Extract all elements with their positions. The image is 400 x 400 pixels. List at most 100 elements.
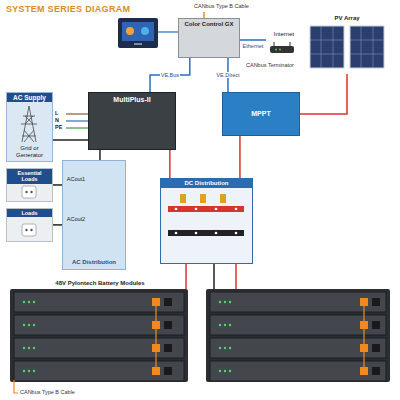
battery-rack [210,361,386,381]
connector-label: ACout2 [66,216,86,222]
battery-rack [14,315,184,335]
battery-terminal [372,298,380,306]
wire-connector [150,58,190,92]
pv-panel [350,26,384,68]
ac-supply-panel: AC SupplyGrid or Generator [6,92,53,162]
battery-led [224,301,226,303]
battery-terminal [372,344,380,352]
busbar [168,194,244,236]
battery-cables [235,264,237,289]
battery-led [23,301,231,372]
cable-label: CANbus Type B Cable [194,3,249,9]
battery-led [33,370,35,372]
battery-terminal [360,298,368,306]
pv-array: PV Array [304,14,390,74]
connector-label: Ethernet [242,43,265,49]
wire-connector [239,136,241,178]
socket-icon [25,191,27,193]
pv-panel [310,26,384,68]
busbar [180,194,186,203]
node-text: MPPT [225,110,297,118]
battery-terminal [152,367,160,375]
battery-led [23,370,25,372]
load-ground [6,168,52,202]
battery-rack [10,289,390,382]
node-text: Internet [266,31,302,38]
battery-rack [206,289,390,382]
battery-led [23,324,25,326]
module-link-cable [14,380,18,393]
battery-led [224,347,226,349]
battery-cables [213,264,215,289]
mppt-charger: MPPT [222,92,300,136]
busbar [195,208,198,211]
socket-icon [30,191,32,193]
busbar [220,194,226,203]
gx-touch-screen [134,43,142,45]
busbar [175,208,178,211]
wire-label: L [55,110,58,116]
load-ground [6,168,52,242]
busbar [215,232,218,235]
battery-led [33,347,35,349]
router-icon [274,42,290,46]
load-ground [6,208,52,242]
pv-panel [310,26,344,68]
battery-led [229,301,231,303]
battery-terminal [360,367,368,375]
battery-led [224,324,226,326]
pv-panel [310,26,344,68]
battery-led [23,301,25,303]
battery-led [28,324,30,326]
wire-connector [53,139,88,141]
busbar [215,208,218,211]
connector-label: VE.Bus [160,72,180,78]
wire-label: PE [55,124,62,130]
module-link-cable [155,306,156,367]
battery-cables [186,264,236,289]
router-icon [279,49,281,51]
pylon-icon [21,106,37,142]
node-text: Grid or Generator [7,145,52,159]
battery-terminal [372,367,380,375]
gx-touch-screen [118,18,158,48]
module-link-cable [14,306,364,393]
wire-connector [99,150,101,160]
battery-rack [10,289,188,382]
screen-cable [158,31,178,32]
battery-led [23,347,25,349]
socket-icon [25,229,27,231]
socket-icon [30,229,32,231]
wire-connector [169,150,171,178]
battery-rack [14,338,184,358]
node-text: Loads [7,209,52,217]
battery-led [219,347,221,349]
busbar [195,232,198,235]
battery-bank: 48V Pylontech Battery Modules [6,280,194,384]
battery-rack [210,315,386,335]
battery-terminal [360,321,368,329]
gx-touch-screen [118,18,158,48]
node-text: PV Array [304,15,390,22]
busbar [235,208,238,211]
busbar [168,230,244,236]
router-icon [275,49,277,51]
ac-input-wires [66,127,88,128]
battery-terminal [152,344,160,352]
load-box: Essential Loads [6,168,53,202]
node-text: Essential Loads [7,169,52,184]
node-text: 48V Pylontech Battery Modules [6,280,194,287]
battery-terminal [164,321,172,329]
battery-rack [210,292,386,312]
node-text: MultiPlus-II [92,96,172,104]
battery-led [224,370,226,372]
battery-terminal [164,344,172,352]
node-text: Color Control GX [181,21,237,28]
battery-led [33,301,35,303]
node-text: DC Distribution [161,179,252,188]
battery-terminal [152,298,380,375]
battery-terminal [152,298,160,306]
battery-led [229,347,231,349]
